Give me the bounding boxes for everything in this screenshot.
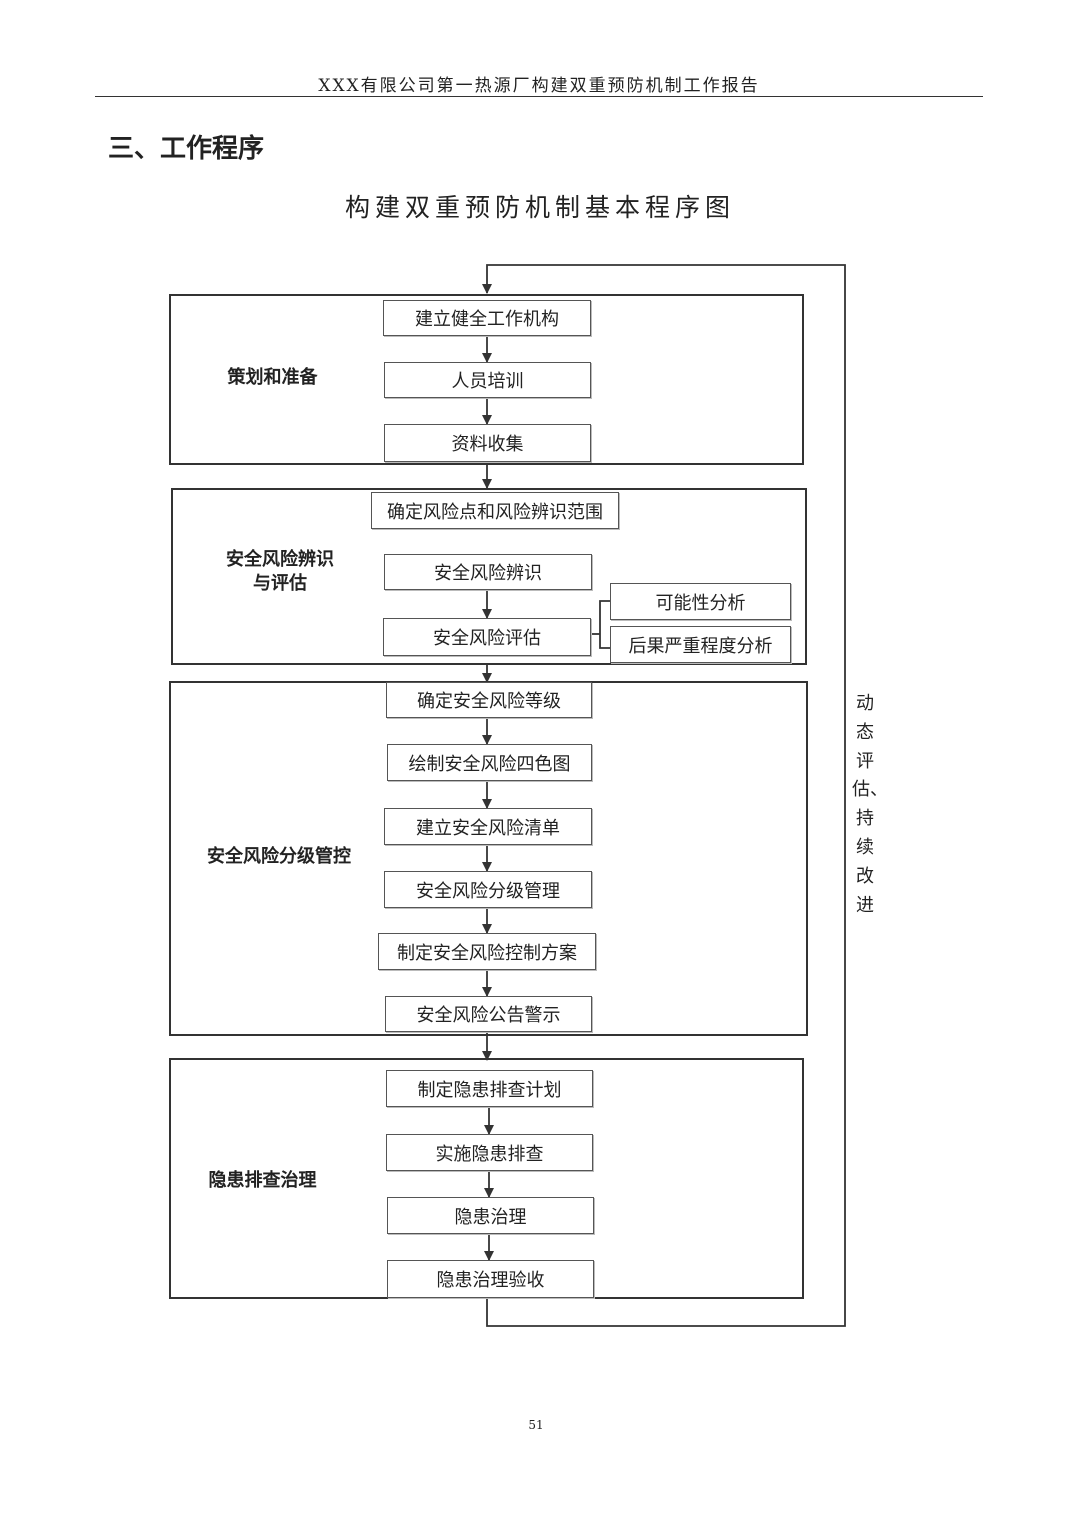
step-draw-four-color-map: 绘制安全风险四色图 [387, 744, 592, 781]
page-header: XXX有限公司第一热源厂构建双重预防机制工作报告 [95, 76, 983, 97]
group-planning-label: 策划和准备 [227, 367, 318, 388]
section-title: 三、工作程序 [108, 134, 265, 164]
group-risk-identification-label-line2: 与评估 [253, 573, 307, 594]
group-risk-control-label: 安全风险分级管控 [207, 846, 351, 867]
step-risk-assessment: 安全风险评估 [383, 618, 591, 656]
group-hazard-treatment [169, 1058, 804, 1299]
step-hazard-treatment: 隐患治理 [387, 1197, 594, 1234]
branch-severity-analysis: 后果严重程度分析 [610, 626, 791, 663]
step-risk-control-plan: 制定安全风险控制方案 [378, 933, 596, 970]
group-hazard-treatment-label: 隐患排查治理 [208, 1170, 317, 1191]
page-number: 51 [528, 1418, 544, 1432]
group-risk-identification-label: 安全风险辨识 与评估 [200, 548, 360, 596]
branch-bracket [599, 600, 610, 649]
step-risk-identification: 安全风险辨识 [384, 554, 592, 590]
feedback-loop-line [482, 264, 846, 1327]
step-build-risk-list: 建立安全风险清单 [384, 808, 592, 845]
step-hazard-inspection-plan: 制定隐患排查计划 [386, 1070, 593, 1107]
step-risk-notice-warning: 安全风险公告警示 [385, 996, 592, 1032]
step-hazard-treatment-acceptance: 隐患治理验收 [387, 1260, 594, 1298]
step-establish-organization: 建立健全工作机构 [383, 300, 591, 336]
group-planning [169, 294, 804, 465]
step-determine-risk-level: 确定安全风险等级 [386, 682, 592, 718]
diagram-title: 构建双重预防机制基本程序图 [344, 193, 735, 222]
step-determine-risk-scope: 确定风险点和风险辨识范围 [371, 492, 619, 529]
group-risk-identification [171, 488, 807, 665]
group-risk-identification-label-line1: 安全风险辨识 [226, 549, 334, 570]
step-implement-hazard-inspection: 实施隐患排查 [386, 1134, 593, 1171]
step-staff-training: 人员培训 [384, 362, 591, 398]
feedback-label: 动态评估、持续改进 [852, 693, 888, 916]
step-data-collection: 资料收集 [384, 424, 591, 462]
step-risk-graded-management: 安全风险分级管理 [384, 871, 592, 908]
branch-likelihood-analysis: 可能性分析 [610, 583, 791, 620]
